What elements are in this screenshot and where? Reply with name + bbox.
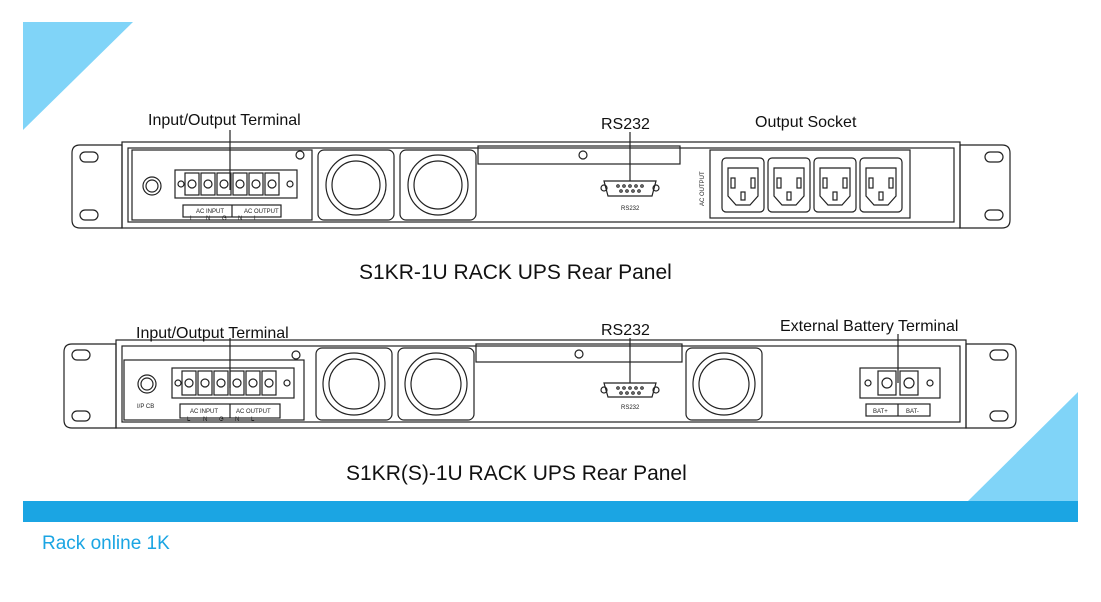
bat-pos-text: BAT+ (873, 409, 888, 415)
socket-side-text: AC OUTPUT (700, 171, 706, 206)
rack-ear-right (965, 343, 1017, 429)
terminal-ac-output-text-2: AC OUTPUT (236, 409, 271, 415)
terminal-pin-label: N (203, 417, 207, 423)
terminal-pin-label: L (251, 417, 255, 423)
caption-panel-1: S1KR-1U RACK UPS Rear Panel (359, 261, 672, 284)
battery-terminal (859, 367, 941, 417)
accent-bar (23, 501, 1078, 522)
chassis (115, 339, 967, 429)
output-socket (859, 157, 903, 213)
screw-icon (578, 150, 588, 160)
label-rs232-2: RS232 (601, 322, 650, 339)
fan-icon (317, 149, 395, 221)
label-input-output-terminal-1: Input/Output Terminal (148, 112, 301, 129)
terminal-pin-label: N (206, 216, 210, 222)
terminal-pin-label: N (238, 216, 242, 222)
output-socket (813, 157, 857, 213)
decor-triangle-top-left (23, 22, 133, 130)
terminal-pin-label: L (254, 216, 258, 222)
label-rs232-1: RS232 (601, 116, 650, 133)
ear-slot-icon (989, 349, 1009, 361)
terminal-ac-input-text-1: AC INPUT (196, 209, 224, 215)
terminal-block (171, 367, 295, 419)
fan-icon (397, 347, 475, 421)
rack-ear-left (71, 144, 123, 229)
terminal-pin-label: L (187, 417, 191, 423)
fan-icon (399, 149, 477, 221)
breaker-text: I/P CB (137, 404, 154, 410)
ear-slot-icon (71, 349, 91, 361)
chassis (121, 141, 961, 229)
screw-icon (291, 350, 301, 360)
label-output-socket: Output Socket (755, 114, 857, 131)
fan-icon (685, 347, 763, 421)
screw-icon (574, 349, 584, 359)
terminal-pin-label: G (219, 417, 224, 423)
panel-1-text: Input/Output Terminal RS232 Output Socke… (148, 112, 857, 284)
label-input-output-terminal-2: Input/Output Terminal (136, 325, 289, 342)
output-socket (767, 157, 811, 213)
rs232-connector-text-2: RS232 (621, 405, 640, 411)
terminal-ac-input-text-2: AC INPUT (190, 409, 218, 415)
ear-slot-icon (989, 410, 1009, 422)
footer-title: Rack online 1K (42, 533, 170, 554)
terminal-pin-label: G (222, 216, 227, 222)
screw-icon (295, 150, 305, 160)
caption-panel-2: S1KR(S)-1U RACK UPS Rear Panel (346, 462, 687, 485)
terminal-pin-label: N (235, 417, 239, 423)
terminal-block (174, 169, 298, 218)
panel-2-text: Input/Output Terminal RS232 External Bat… (136, 318, 958, 485)
label-external-battery-terminal: External Battery Terminal (780, 318, 958, 335)
rack-ear-right (959, 144, 1011, 229)
rs232-port-2 (600, 382, 660, 398)
terminal-pin-label: L (190, 216, 194, 222)
rs232-connector-text-1: RS232 (621, 206, 640, 212)
breaker-knob (142, 176, 162, 196)
decor-triangle-bottom-right (968, 392, 1078, 501)
fan-icon (315, 347, 393, 421)
ear-slot-icon (984, 151, 1004, 163)
bat-neg-text: BAT- (906, 409, 919, 415)
panel-1 (71, 130, 1011, 229)
terminal-ac-output-text-1: AC OUTPUT (244, 209, 279, 215)
output-socket (721, 157, 765, 213)
ear-slot-icon (71, 410, 91, 422)
ear-slot-icon (984, 209, 1004, 221)
rs232-port-1 (600, 180, 660, 197)
panel-2 (63, 334, 1017, 429)
breaker-knob (137, 374, 157, 394)
rack-ear-left (63, 343, 117, 429)
ear-slot-icon (79, 151, 99, 163)
ear-slot-icon (79, 209, 99, 221)
